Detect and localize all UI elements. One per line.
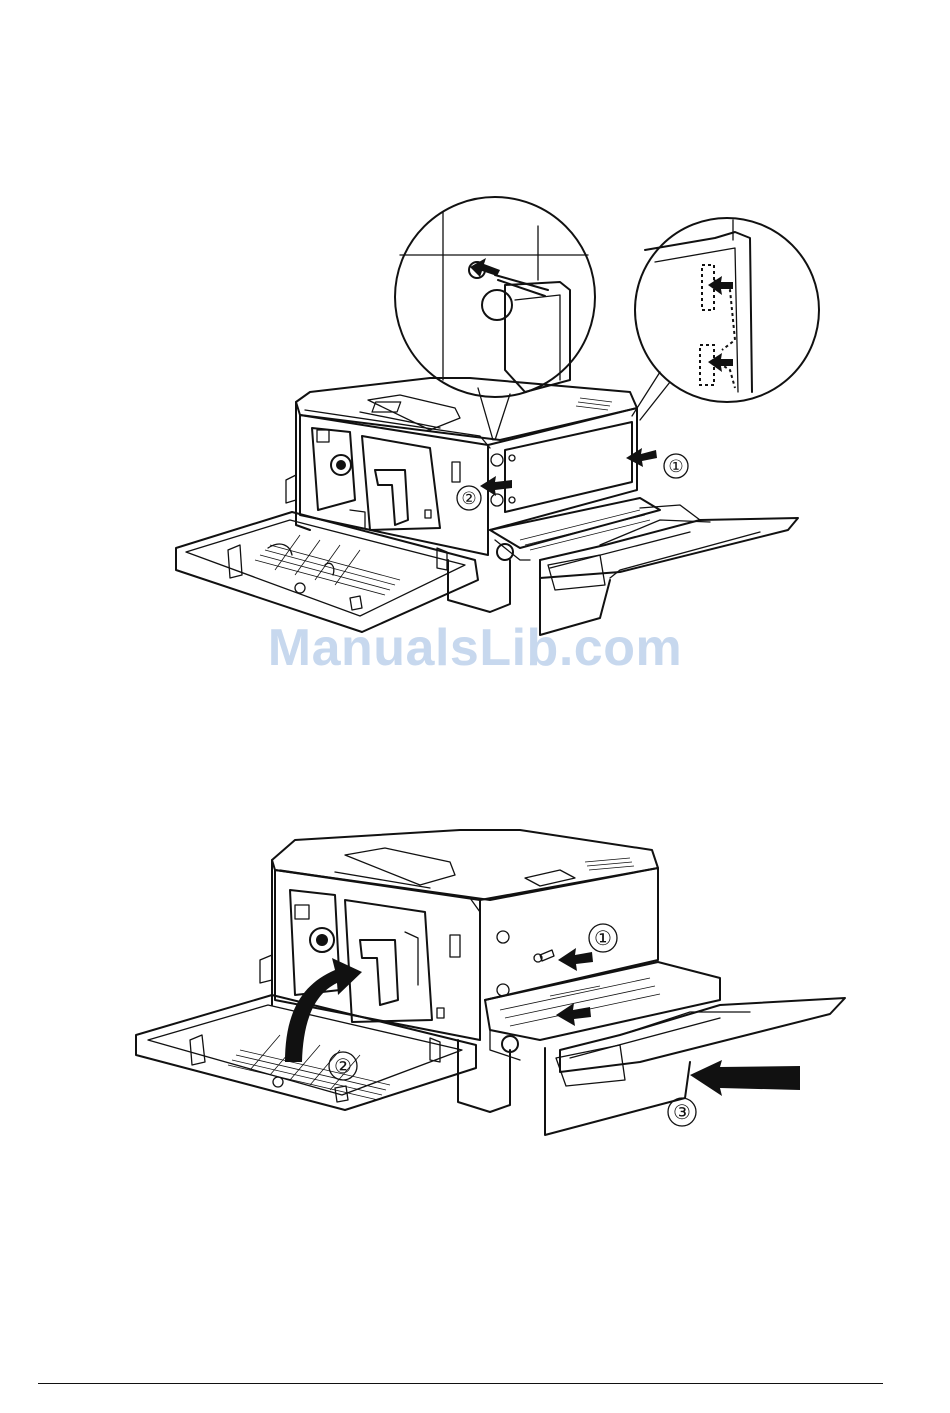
watermark-text: ManualsLib.com bbox=[0, 618, 950, 678]
svg-text:②: ② bbox=[461, 489, 476, 508]
figure-bottom-printer-install: ① ② ③ bbox=[0, 800, 950, 1160]
callout-1-bottom: ① bbox=[589, 924, 617, 952]
svg-text:①: ① bbox=[594, 928, 612, 950]
arrow-icon bbox=[558, 948, 593, 971]
svg-text:③: ③ bbox=[673, 1102, 691, 1124]
printer-bottom bbox=[136, 830, 845, 1135]
callout-2-bottom: ② bbox=[329, 1052, 357, 1080]
callout-3-bottom: ③ bbox=[668, 1098, 696, 1126]
figure-top-printer-install: ① ② bbox=[0, 0, 950, 700]
callout-2-top: ② bbox=[457, 486, 481, 510]
vent-grille bbox=[576, 398, 612, 410]
detail-circle-left bbox=[395, 197, 595, 397]
arrow-icon bbox=[556, 1003, 591, 1026]
printer-top bbox=[176, 378, 798, 635]
svg-text:①: ① bbox=[668, 457, 683, 476]
callout-1-top: ① bbox=[664, 454, 688, 478]
svg-text:②: ② bbox=[334, 1056, 352, 1078]
detail-circle-right bbox=[635, 218, 819, 402]
footer-rule bbox=[38, 1383, 883, 1384]
arrow-icon bbox=[690, 1060, 800, 1096]
